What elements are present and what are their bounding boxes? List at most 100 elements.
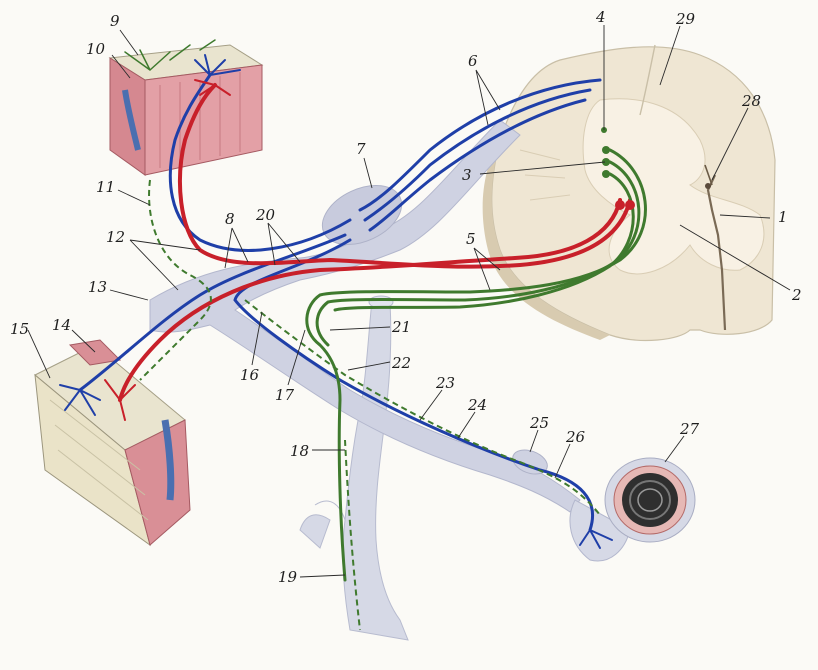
trunk-branch <box>299 514 331 549</box>
sensory-fiber-1 <box>358 78 602 212</box>
lower-muscle-strip <box>68 339 122 366</box>
label-26: 26 <box>565 428 586 446</box>
sensory-fiber-2 <box>363 88 592 222</box>
labels: 1 2 3 4 5 6 7 8 9 10 11 12 13 14 15 16 1… <box>10 8 802 586</box>
leader-3 <box>479 161 606 175</box>
leader-14 <box>71 329 96 353</box>
label-13: 13 <box>88 278 107 296</box>
leader-22 <box>347 361 391 371</box>
white-matter-striations <box>519 149 571 201</box>
trunk-body <box>342 299 409 641</box>
lower-skin-texture <box>49 399 149 521</box>
leader-10 <box>111 54 131 79</box>
leader-5 <box>473 247 501 291</box>
sensory-fiber-lower <box>78 233 347 392</box>
label-22: 22 <box>391 354 411 372</box>
organ-wall <box>569 499 631 562</box>
label-27: 27 <box>679 420 700 438</box>
organ-sensory-endings <box>579 529 613 549</box>
leader-13 <box>109 289 149 301</box>
sensory-fiber-upper <box>168 73 352 252</box>
leader-lines <box>27 25 791 578</box>
label-1: 1 <box>778 208 788 226</box>
leader-28 <box>711 107 749 181</box>
upper-autonomic-endings <box>124 39 216 71</box>
label-24: 24 <box>467 396 487 414</box>
label-8: 8 <box>225 210 235 228</box>
leader-16 <box>251 311 263 366</box>
organ-lumen-fold-inner <box>637 488 663 512</box>
label-12: 12 <box>106 228 125 246</box>
label-16: 16 <box>240 366 260 384</box>
motor-fiber-upper <box>178 83 632 269</box>
lower-tissue-block <box>34 339 191 547</box>
label-9: 9 <box>110 12 120 30</box>
label-4: 4 <box>595 8 606 26</box>
sensory-fiber-3 <box>368 98 587 232</box>
autonomic-nucleus-1 <box>602 146 610 154</box>
leader-25 <box>529 429 539 453</box>
label-18: 18 <box>290 442 309 460</box>
spinal-cord-section <box>482 44 776 342</box>
nerve-fibers <box>59 39 647 631</box>
leader-24 <box>457 411 476 439</box>
central-canal <box>705 183 711 189</box>
trunk-branch-edge <box>314 500 346 521</box>
leader-15 <box>27 329 51 379</box>
label-20: 20 <box>255 206 276 224</box>
label-28: 28 <box>741 92 761 110</box>
leader-29 <box>659 25 681 86</box>
label-21: 21 <box>391 318 411 336</box>
organ-lumen-fold <box>629 480 671 520</box>
motor-fiber-lower <box>118 198 622 402</box>
autonomic-nucleus-3 <box>602 170 610 178</box>
leader-7 <box>363 157 373 189</box>
label-29: 29 <box>675 10 696 28</box>
leader-2 <box>679 224 791 291</box>
autonomic-nucleus-2 <box>602 158 610 166</box>
leader-12 <box>129 239 201 291</box>
leader-6 <box>475 69 501 126</box>
leader-23 <box>419 389 443 421</box>
autonomic-fiber-1 <box>305 148 647 582</box>
leader-8 <box>224 227 249 269</box>
leader-1 <box>719 214 771 219</box>
lower-sensory-endings <box>59 384 101 416</box>
hollow-organ <box>569 457 696 562</box>
leader-9 <box>119 29 139 56</box>
label-3: 3 <box>462 166 472 184</box>
leader-20 <box>267 222 301 266</box>
leader-26 <box>554 443 571 479</box>
label-2: 2 <box>791 286 802 304</box>
autonomic-fiber-3 <box>333 172 635 312</box>
leader-27 <box>664 435 685 463</box>
posterior-median-sulcus <box>704 164 713 186</box>
label-14: 14 <box>52 316 71 334</box>
postganglionic-fiber-visceral <box>244 299 601 516</box>
label-15: 15 <box>10 320 29 338</box>
autonomic-fiber-2 <box>315 160 641 347</box>
leader-21 <box>329 326 391 331</box>
upper-tissue-block <box>108 44 264 176</box>
leader-17 <box>287 329 306 386</box>
sulcus <box>639 44 656 116</box>
label-19: 19 <box>278 568 298 586</box>
motor-nucleus-1 <box>615 200 625 210</box>
leader-19 <box>299 574 346 578</box>
label-23: 23 <box>435 374 455 392</box>
leader-11 <box>117 189 151 206</box>
lower-vessel <box>161 419 175 501</box>
postganglionic-fiber-somatic <box>139 179 212 381</box>
motor-nucleus-2 <box>625 200 635 210</box>
postganglionic-fiber-trunk <box>344 439 361 631</box>
label-5: 5 <box>466 230 476 248</box>
upper-motor-endings <box>194 79 231 96</box>
grey-matter <box>582 98 765 275</box>
label-11: 11 <box>96 178 115 196</box>
lower-motor-endings <box>104 379 136 421</box>
sympathetic-trunk <box>299 295 409 641</box>
label-25: 25 <box>529 414 549 432</box>
label-10: 10 <box>86 40 106 58</box>
